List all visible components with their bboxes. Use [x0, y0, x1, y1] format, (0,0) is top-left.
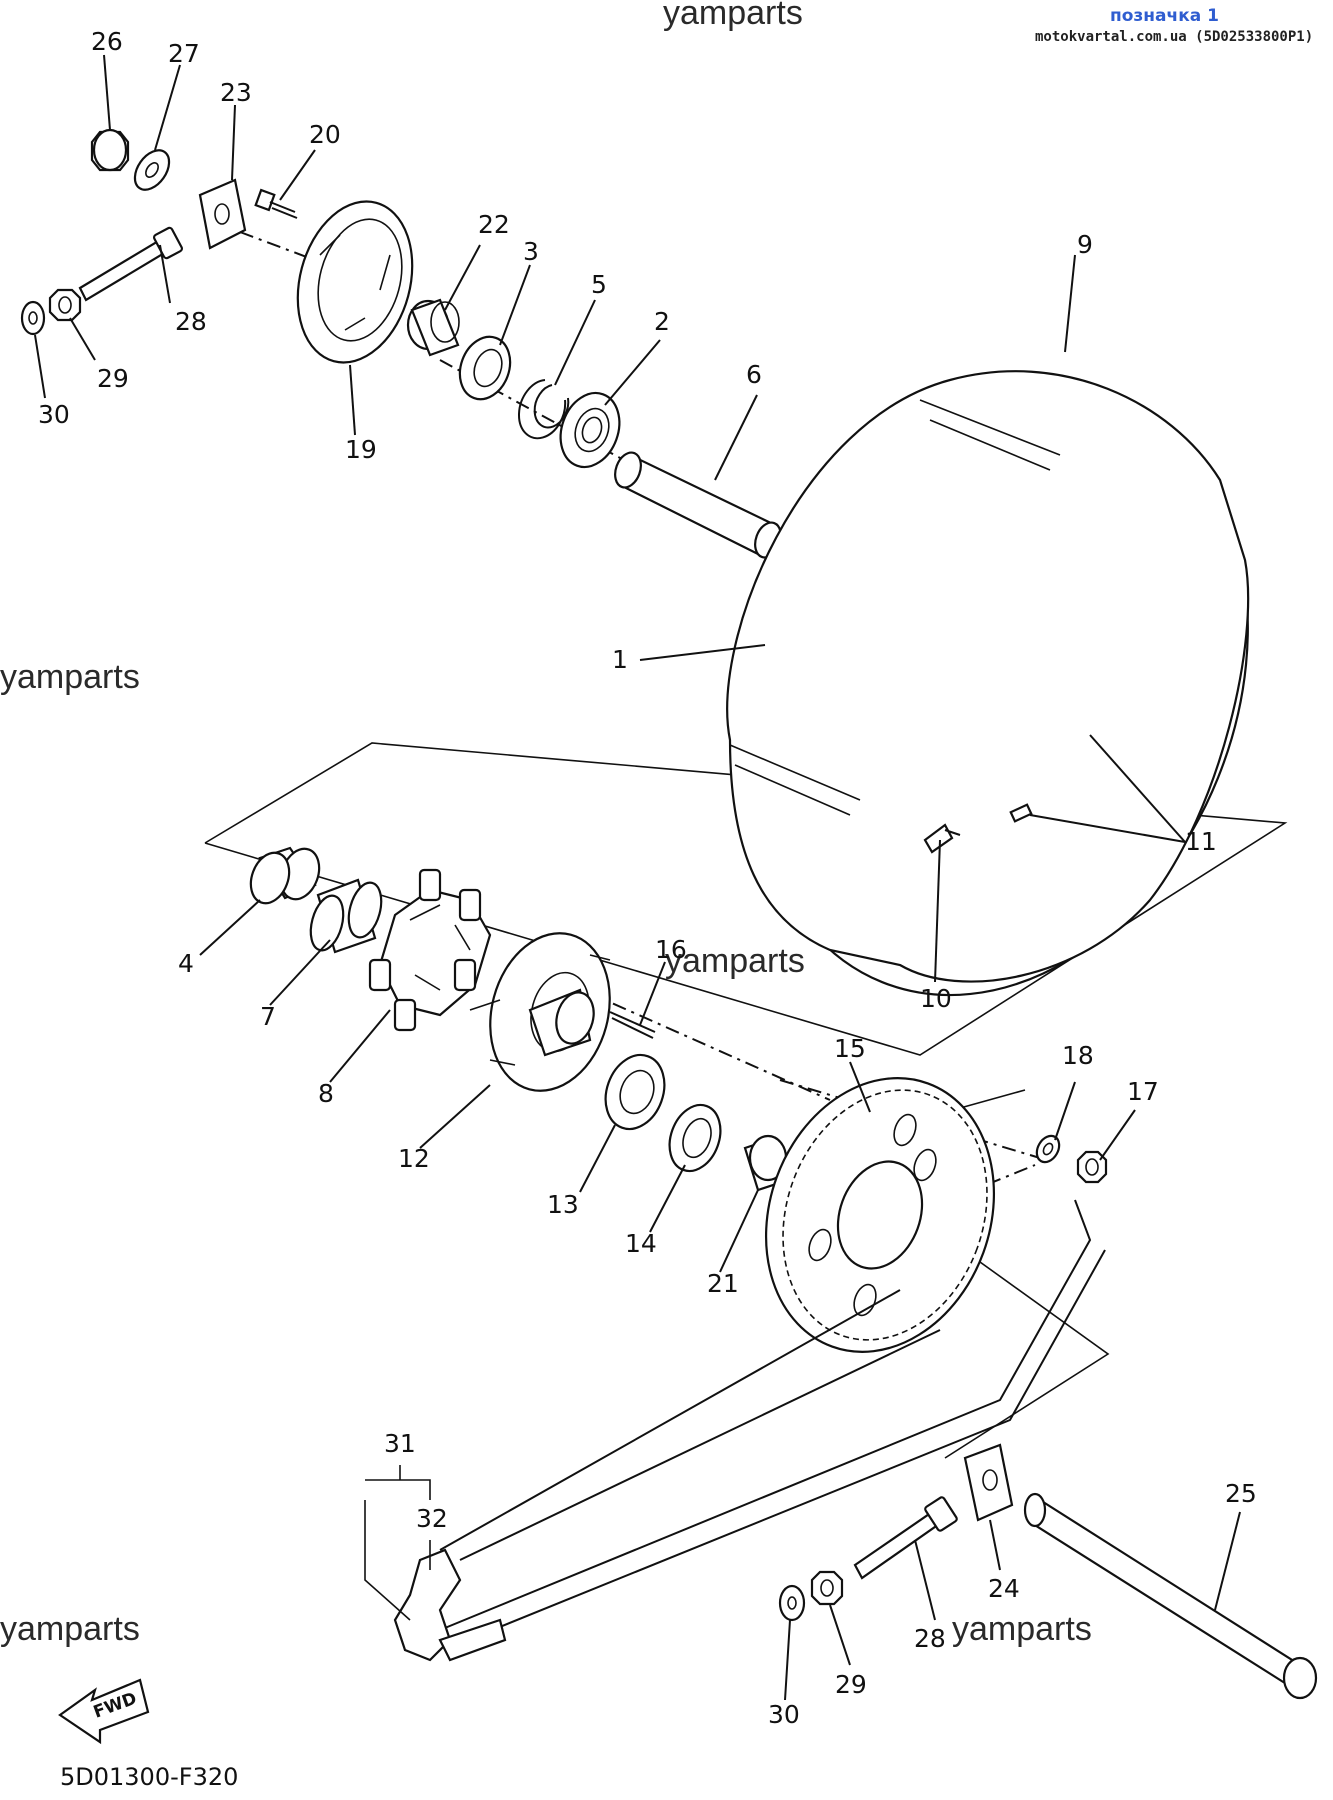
part-28-bolt — [78, 226, 183, 302]
callout-29-upper: 29 — [97, 364, 129, 393]
callout-28-upper: 28 — [175, 307, 207, 336]
callout-18: 18 — [1062, 1041, 1094, 1070]
part-10-valve — [923, 823, 961, 854]
callout-16: 16 — [655, 935, 687, 964]
callout-6: 6 — [746, 360, 762, 389]
callout-23: 23 — [220, 78, 252, 107]
callout-32: 32 — [416, 1504, 448, 1533]
callout-17: 17 — [1127, 1077, 1159, 1106]
part-11-weight — [1009, 803, 1033, 823]
callout-21: 21 — [707, 1269, 739, 1298]
watermark-middle: yamparts — [665, 942, 805, 980]
callout-22: 22 — [478, 210, 510, 239]
part-30-washer-upper — [20, 300, 46, 336]
callout-5: 5 — [591, 270, 607, 299]
callout-1: 1 — [612, 645, 628, 674]
part-28-bolt-lower — [853, 1496, 958, 1580]
part-13-bearing — [604, 1053, 666, 1131]
callout-20: 20 — [309, 120, 341, 149]
callout-14: 14 — [625, 1229, 657, 1258]
part-17-nut — [1076, 1150, 1108, 1184]
part-2-bearing — [559, 391, 621, 469]
callout-13: 13 — [547, 1190, 579, 1219]
part-29-nut-lower — [810, 1570, 844, 1606]
chain-bracket — [364, 1465, 431, 1621]
leader-lines — [34, 54, 1241, 1701]
callout-28-lower: 28 — [914, 1624, 946, 1653]
part-31-chain — [393, 1199, 1106, 1662]
part-20-bolt — [254, 188, 298, 219]
part-15-sprocket — [764, 1077, 996, 1353]
callout-7: 7 — [260, 1002, 276, 1031]
watermark-top: yamparts — [663, 0, 803, 32]
watermark-bottom-right: yamparts — [952, 1610, 1092, 1648]
callout-4: 4 — [178, 949, 194, 978]
callout-11: 11 — [1185, 827, 1217, 856]
callout-31: 31 — [384, 1429, 416, 1458]
marker-label: позначка 1 — [1110, 6, 1219, 26]
part-24-plate — [963, 1443, 1014, 1522]
callout-26: 26 — [91, 27, 123, 56]
part-4-bearing — [249, 846, 321, 905]
part-8-damper — [368, 868, 492, 1032]
callout-30-upper: 30 — [38, 400, 70, 429]
callout-30-lower: 30 — [768, 1700, 800, 1729]
callout-12: 12 — [398, 1144, 430, 1173]
callout-3: 3 — [523, 237, 539, 266]
part-23-plate — [198, 178, 247, 250]
part-19-bracket — [296, 200, 414, 364]
part-25-axle — [1023, 1492, 1318, 1700]
callout-9: 9 — [1077, 230, 1093, 259]
callout-15: 15 — [834, 1034, 866, 1063]
callout-27: 27 — [168, 39, 200, 68]
callout-29-lower: 29 — [835, 1670, 867, 1699]
part-29-nut-upper — [48, 288, 82, 322]
part-26-nut — [90, 128, 130, 172]
part-6-spacer — [614, 451, 782, 559]
part-30-washer-lower — [778, 1584, 806, 1622]
callout-19: 19 — [345, 435, 377, 464]
watermark-left: yamparts — [0, 658, 140, 696]
part-7-collar — [309, 878, 383, 954]
callout-8: 8 — [318, 1079, 334, 1108]
part-14-seal — [668, 1103, 722, 1173]
watermark-bottom-left: yamparts — [0, 1610, 140, 1648]
callout-24: 24 — [988, 1574, 1020, 1603]
callout-2: 2 — [654, 307, 670, 336]
part-3-seal — [458, 335, 512, 401]
source-line: motokvartal.com.ua (5D02533800P1) — [1035, 29, 1313, 45]
fwd-arrow-icon: FWD — [58, 1678, 150, 1745]
part-18-washer — [1035, 1134, 1061, 1164]
part-27-washer — [133, 149, 171, 191]
callout-25: 25 — [1225, 1479, 1257, 1508]
part-12-hub — [469, 932, 611, 1092]
part-9-tyre — [726, 370, 1250, 983]
part-22-collar — [406, 298, 460, 357]
callout-10: 10 — [920, 984, 952, 1013]
diagram-code: 5D01300-F320 — [60, 1763, 238, 1791]
callout-numbers: 26 27 23 20 22 3 5 2 6 9 28 29 30 19 1 1… — [38, 27, 1257, 1729]
part-16-stud — [609, 1011, 656, 1039]
